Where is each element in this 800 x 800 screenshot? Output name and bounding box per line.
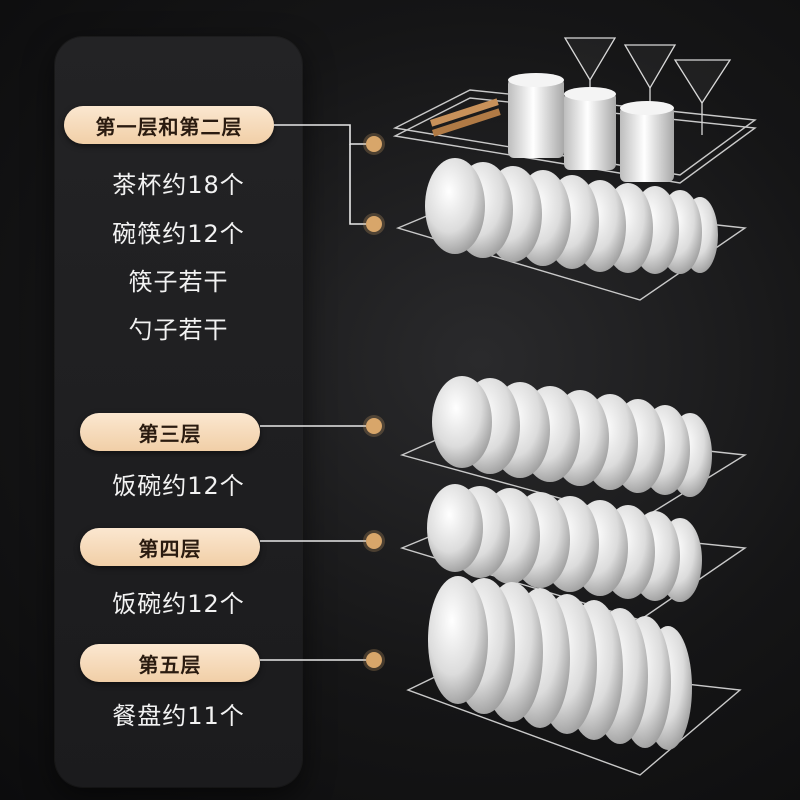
layer-1-2-label: 第一层和第二层 — [64, 106, 274, 144]
layer-4-label: 第四层 — [80, 528, 260, 566]
layer-1-2-item-chopsticks: 筷子若干 — [128, 268, 229, 296]
layer-4-item-rice-bowls: 饭碗约12个 — [112, 590, 245, 618]
marker-dot-icon — [366, 136, 382, 152]
layer-1-2-item-bowls: 碗筷约12个 — [112, 220, 245, 248]
marker-dot-icon — [366, 216, 382, 232]
marker-dot-icon — [366, 533, 382, 549]
plates-layer-5 — [428, 576, 692, 750]
connector-lines — [260, 124, 366, 661]
marker-dot-icon — [366, 652, 382, 668]
marker-dot-icon — [366, 418, 382, 434]
layer-3-label: 第三层 — [80, 413, 260, 451]
layer-1-2-item-cups: 茶杯约18个 — [112, 171, 245, 199]
layer-1-2-item-spoons: 勺子若干 — [128, 316, 229, 344]
bowls-layer-4 — [427, 484, 702, 602]
bowls-layer-2 — [425, 158, 718, 274]
bowls-layer-3 — [432, 376, 712, 497]
chopsticks — [430, 98, 501, 137]
layer-5-label: 第五层 — [80, 644, 260, 682]
layer-3-item-rice-bowls: 饭碗约12个 — [112, 472, 245, 500]
cups — [508, 73, 674, 182]
wine-glasses — [563, 37, 732, 135]
layer-5-item-plates: 餐盘约11个 — [112, 702, 245, 730]
